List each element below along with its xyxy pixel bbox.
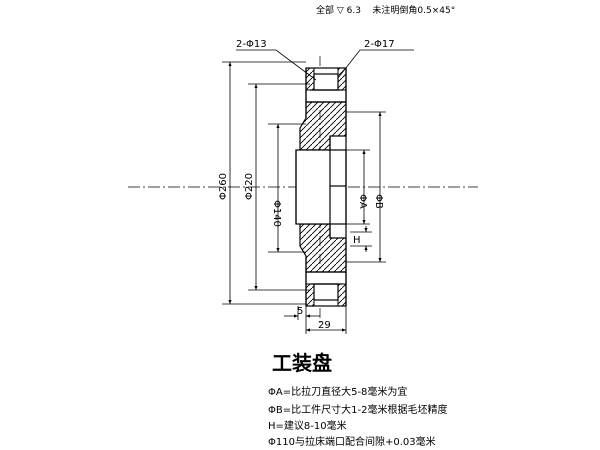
label-dia-140: Φ140 bbox=[271, 200, 282, 227]
drawing-title: 工装盘 bbox=[272, 351, 332, 375]
section-profile bbox=[295, 67, 347, 307]
label-dia-220: Φ220 bbox=[244, 173, 255, 200]
dimension-lines bbox=[222, 49, 414, 334]
label-dim-h: H bbox=[353, 235, 361, 246]
finish-note: 全部 ▽ 6.3 bbox=[316, 6, 361, 16]
chamfer-note: 未注明倒角0.5×45° bbox=[372, 6, 456, 16]
label-dia-260: Φ260 bbox=[218, 173, 229, 200]
label-hole-right: 2-Φ17 bbox=[364, 39, 395, 50]
note-line: H=建议8-10毫米 bbox=[268, 421, 347, 432]
note-line: ΦA=比拉刀直径大5-8毫米为宜 bbox=[268, 387, 408, 398]
note-line: Φ110与拉床端口配合间隙+0.03毫米 bbox=[268, 437, 436, 448]
note-line: ΦB=比工件尺寸大1-2毫米根据毛坯精度 bbox=[268, 405, 448, 416]
header-notes: 全部 ▽ 6.3 未注明倒角0.5×45° bbox=[316, 3, 455, 16]
label-hole-left: 2-Φ13 bbox=[236, 39, 267, 50]
label-dia-a: ΦA bbox=[357, 194, 368, 209]
label-dia-b: ΦB bbox=[373, 194, 384, 209]
hole-hatching bbox=[305, 67, 347, 307]
label-dim-5: 5 bbox=[297, 306, 303, 317]
label-dim-29: 29 bbox=[318, 320, 331, 331]
